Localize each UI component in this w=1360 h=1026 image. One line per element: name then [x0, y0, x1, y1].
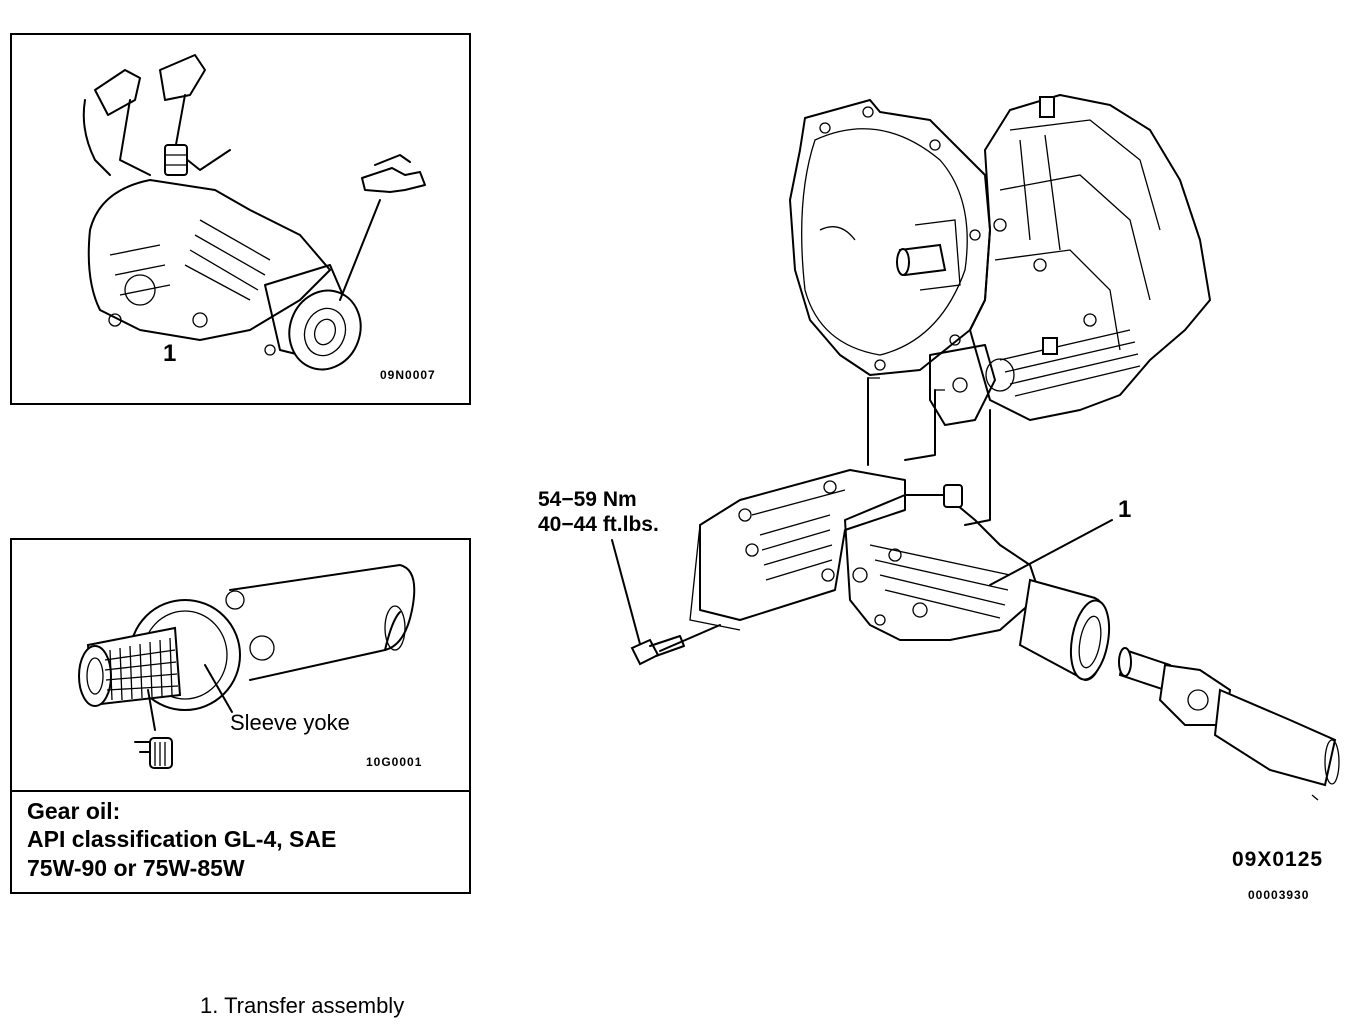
panel2-figure-code: 10G0001	[366, 755, 423, 769]
main-figure-code: 09X0125	[1232, 848, 1324, 871]
torque-spec-nm: 54−59 Nm	[538, 488, 637, 511]
gear-oil-spec-box	[10, 790, 471, 894]
transmission-assembly-drawing	[611, 94, 1340, 801]
sleeve-yoke-label: Sleeve yoke	[230, 710, 350, 735]
panel1-callout-number: 1	[163, 340, 177, 367]
panel1-figure-code: 09N0007	[380, 368, 436, 382]
transfer-closeup-drawing	[82, 54, 426, 371]
torque-spec-ftlbs: 40−44 ft.lbs.	[538, 513, 659, 536]
main-callout-number: 1	[1118, 496, 1132, 523]
legend-item-transfer-assembly: 1. Transfer assembly	[200, 993, 405, 1018]
detail-panel-transfer	[10, 33, 471, 405]
gear-oil-title: Gear oil:	[27, 798, 121, 824]
gear-oil-classification: API classification GL-4, SAE	[27, 826, 337, 852]
gear-oil-viscosity: 75W-90 or 75W-85W	[27, 855, 245, 881]
sleeve-yoke-drawing	[78, 564, 416, 769]
main-figure-subcode: 00003930	[1248, 888, 1310, 902]
